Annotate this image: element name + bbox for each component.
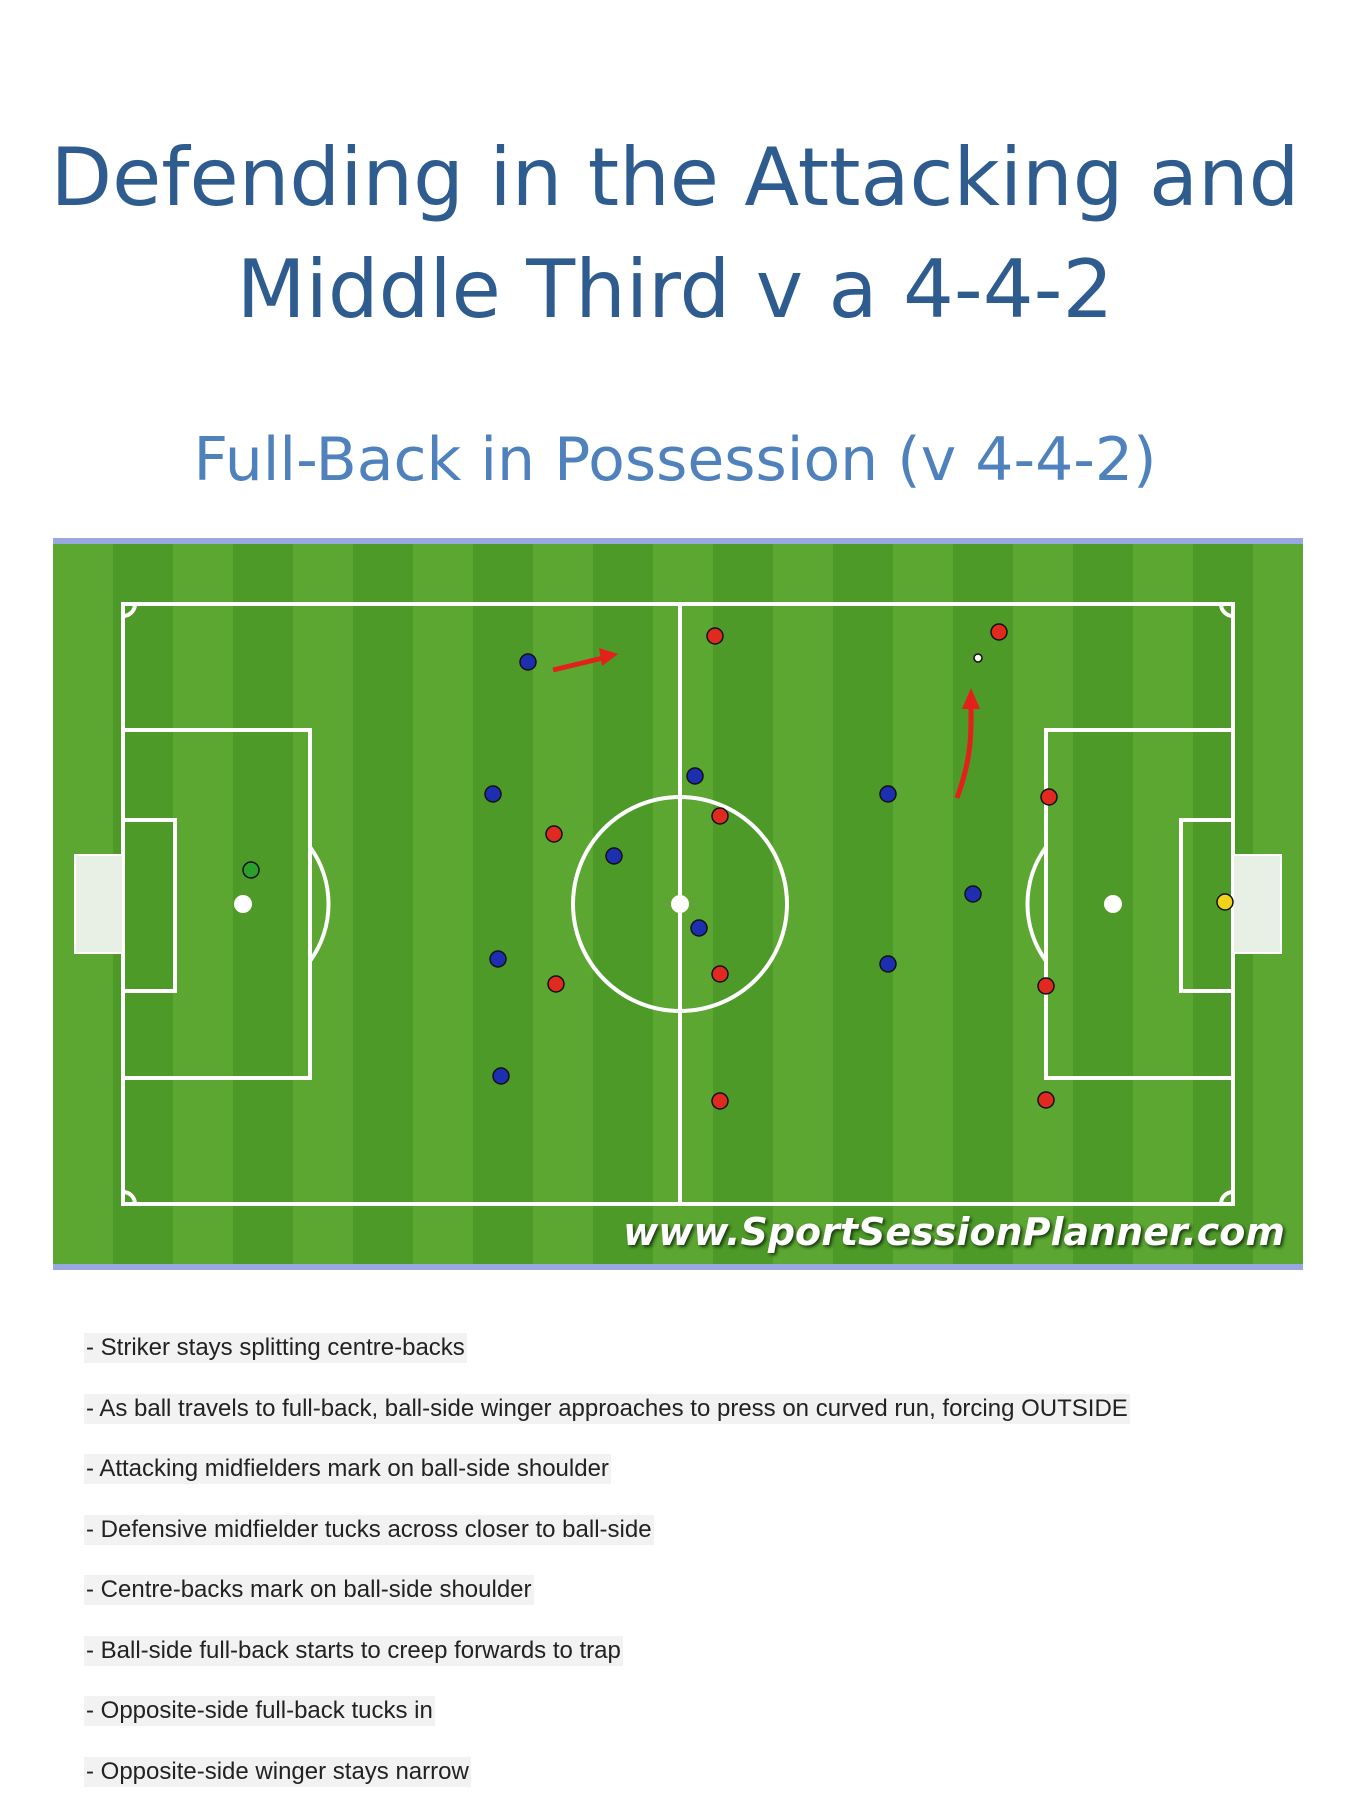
right-penalty-arc bbox=[1027, 847, 1046, 961]
list-item: - Centre-backs mark on ball-side shoulde… bbox=[84, 1575, 1284, 1636]
note-text: - Defensive midfielder tucks across clos… bbox=[84, 1515, 654, 1545]
note-text: - Ball-side full-back starts to creep fo… bbox=[84, 1636, 623, 1666]
section-subtitle: Full-Back in Possession (v 4-4-2) bbox=[0, 420, 1350, 500]
list-item: - Striker stays splitting centre-backs bbox=[84, 1333, 1284, 1394]
pitch-spots bbox=[234, 895, 1122, 913]
note-text: - Attacking midfielders mark on ball-sid… bbox=[84, 1454, 611, 1484]
right-penalty-box bbox=[1046, 730, 1233, 1078]
left-goal-net bbox=[75, 855, 123, 953]
red-player bbox=[712, 966, 728, 982]
right-goalkeeper bbox=[1217, 894, 1233, 910]
title-line-1: Defending in the Attacking and bbox=[0, 122, 1350, 234]
left-penalty-box bbox=[123, 730, 310, 1078]
arrows bbox=[553, 648, 980, 798]
left-goalkeeper bbox=[243, 862, 259, 878]
list-item: - Attacking midfielders mark on ball-sid… bbox=[84, 1454, 1284, 1515]
tactics-diagram: www.SportSessionPlanner.com bbox=[53, 538, 1303, 1270]
list-item: - Opposite-side full-back tucks in bbox=[84, 1696, 1284, 1757]
blue-player bbox=[490, 951, 506, 967]
red-player bbox=[1041, 789, 1057, 805]
curved-press-arrow bbox=[957, 704, 971, 798]
left-penalty-arc bbox=[310, 847, 329, 961]
blue-player bbox=[880, 956, 896, 972]
run-arrow-forward bbox=[553, 658, 603, 670]
red-player bbox=[707, 628, 723, 644]
red-player bbox=[712, 1093, 728, 1109]
left-penalty-spot bbox=[234, 895, 252, 913]
centre-spot bbox=[671, 895, 689, 913]
arrow-head bbox=[962, 688, 980, 709]
right-goal-net bbox=[1233, 855, 1281, 953]
title-line-2: Middle Third v a 4-4-2 bbox=[0, 234, 1350, 346]
arrow-head bbox=[599, 648, 618, 666]
list-item: - As ball travels to full-back, ball-sid… bbox=[84, 1394, 1284, 1455]
blue-player bbox=[687, 768, 703, 784]
red-player bbox=[1038, 1092, 1054, 1108]
coaching-notes-list: - Striker stays splitting centre-backs -… bbox=[84, 1333, 1284, 1817]
pitch-svg bbox=[53, 544, 1303, 1264]
red-player bbox=[991, 624, 1007, 640]
left-six-yard-box bbox=[123, 820, 175, 991]
blue-player bbox=[691, 920, 707, 936]
right-penalty-spot bbox=[1104, 895, 1122, 913]
document-title: Defending in the Attacking and Middle Th… bbox=[0, 122, 1350, 346]
note-text: - Striker stays splitting centre-backs bbox=[84, 1333, 467, 1363]
blue-player bbox=[485, 786, 501, 802]
note-text: - Opposite-side full-back tucks in bbox=[84, 1696, 435, 1726]
blue-player bbox=[965, 886, 981, 902]
blue-player bbox=[520, 654, 536, 670]
ball bbox=[974, 654, 982, 662]
blue-player bbox=[493, 1068, 509, 1084]
red-player bbox=[548, 976, 564, 992]
blue-player bbox=[880, 786, 896, 802]
watermark-text: www.SportSessionPlanner.com bbox=[623, 1210, 1285, 1254]
note-text: - As ball travels to full-back, ball-sid… bbox=[84, 1394, 1130, 1424]
list-item: - Opposite-side winger stays narrow bbox=[84, 1757, 1284, 1817]
note-text: - Centre-backs mark on ball-side shoulde… bbox=[84, 1575, 534, 1605]
list-item: - Ball-side full-back starts to creep fo… bbox=[84, 1636, 1284, 1697]
note-text: - Opposite-side winger stays narrow bbox=[84, 1757, 471, 1787]
red-player bbox=[712, 808, 728, 824]
blue-player bbox=[606, 848, 622, 864]
red-player bbox=[1038, 978, 1054, 994]
list-item: - Defensive midfielder tucks across clos… bbox=[84, 1515, 1284, 1576]
players bbox=[243, 624, 1233, 1109]
red-player bbox=[546, 826, 562, 842]
